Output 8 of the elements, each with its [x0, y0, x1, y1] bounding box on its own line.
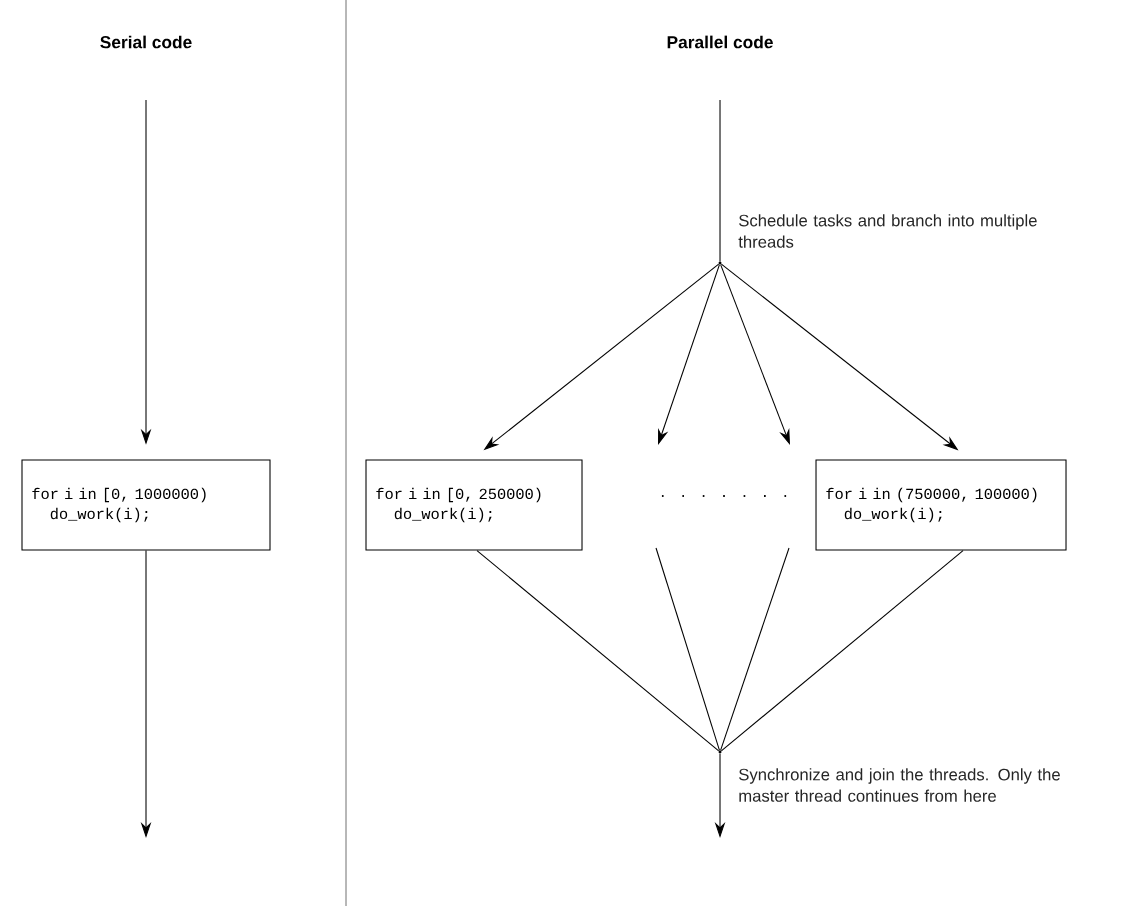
code-box: for i in [0, 250000) do_work(i);	[365, 459, 583, 551]
ellipsis: . . . . . . .	[661, 495, 787, 497]
code-box: for i in [0, 1000000) do_work(i);	[21, 459, 271, 551]
annotation: Synchronize and join the threads. Only the master thread continues from here	[739, 768, 1060, 802]
annotation: Schedule tasks and branch into multiple threads	[738, 214, 1037, 248]
column-heading: Serial code	[100, 35, 192, 49]
code-box: for i in (750000, 100000) do_work(i);	[815, 459, 1067, 551]
column-heading: Parallel code	[667, 35, 773, 49]
